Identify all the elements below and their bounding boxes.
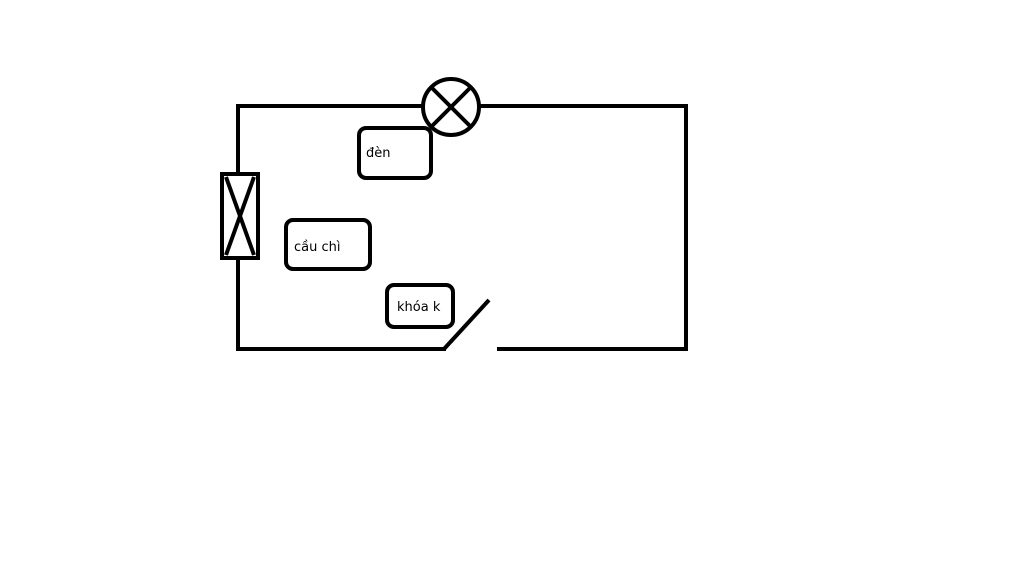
lamp-circle: [421, 77, 481, 137]
label-lamp: đèn: [357, 126, 433, 180]
fuse-cross-b: [224, 176, 256, 256]
switch-blade: [442, 298, 491, 351]
label-lamp-text: đèn: [366, 146, 391, 161]
circuit-wires: [236, 104, 688, 351]
label-fuse-text: cầu chì: [294, 240, 340, 255]
lamp-cross-b: [429, 85, 473, 129]
label-fuse-box: [284, 218, 372, 271]
label-switch-text: khóa k: [397, 300, 441, 315]
fuse-body: [220, 172, 260, 260]
label-fuse: cầu chì: [284, 218, 372, 271]
lamp-icon: [421, 77, 481, 137]
fuse-icon: [220, 172, 260, 260]
label-lamp-box: [357, 126, 433, 180]
switch-icon: [442, 298, 491, 351]
label-switch-box: [385, 283, 455, 329]
label-switch: khóa k: [385, 283, 455, 329]
